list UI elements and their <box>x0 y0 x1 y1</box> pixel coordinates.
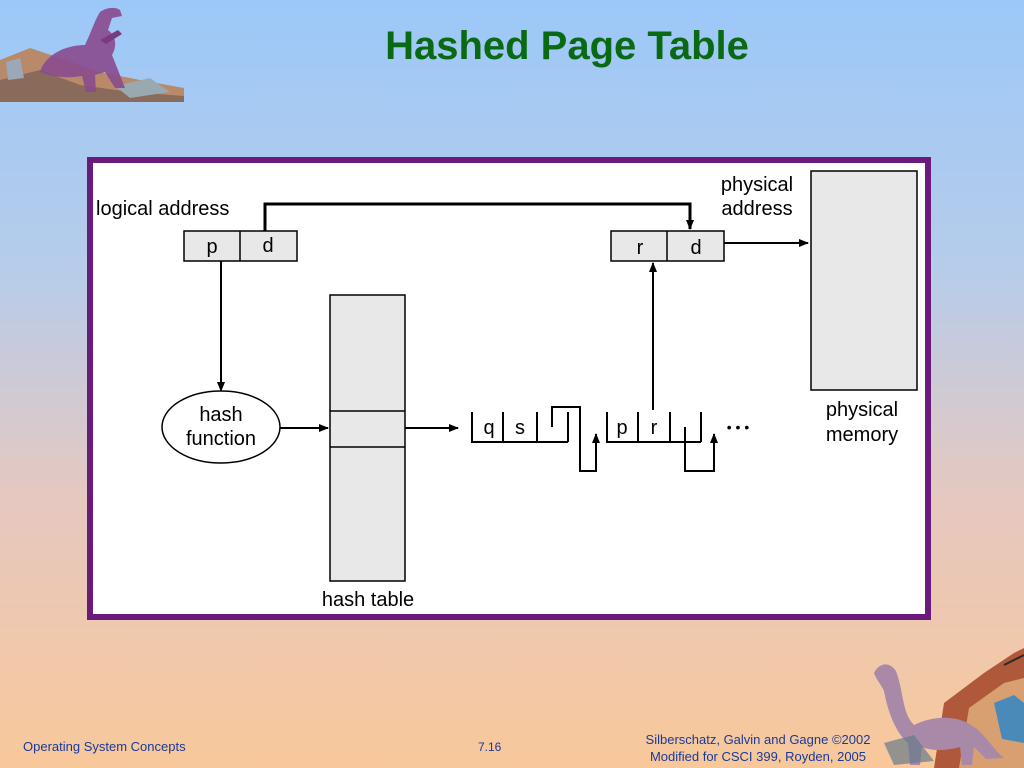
physical-memory-block <box>810 170 918 391</box>
footer-credits-line2: Modified for CSCI 399, Royden, 2005 <box>649 749 867 764</box>
physical-address-box <box>610 230 725 262</box>
chain-ellipsis: • • • <box>727 419 750 435</box>
hash-function-ellipse <box>161 390 281 464</box>
chain-1-s-field: s <box>515 417 525 439</box>
hash-table-label: hash table <box>322 589 414 611</box>
offset-arrow <box>263 202 694 231</box>
footer-credits-line1: Silberschatz, Galvin and Gagne ©2002 <box>645 732 871 747</box>
chain-element-1 <box>471 406 597 472</box>
chain-1-q-field: q <box>483 417 494 439</box>
footer-credits: Silberschatz, Galvin and Gagne ©2002 Mod… <box>628 731 888 765</box>
footer-page-number: 7.16 <box>478 740 502 754</box>
hash-function-label-line2: function <box>186 428 256 450</box>
slide-title: Hashed Page Table <box>385 24 749 68</box>
physical-d-field: d <box>690 237 701 259</box>
chain-2-r-field: r <box>651 417 658 439</box>
physical-r-field: r <box>637 237 644 259</box>
logical-address-label: logical address <box>96 198 229 220</box>
physical-address-label-line2: address <box>721 198 792 220</box>
hash-table <box>329 294 406 582</box>
footer-course-title: Operating System Concepts <box>23 739 186 754</box>
chain-2-p-field: p <box>616 417 627 439</box>
dinosaur-logo-top-left <box>0 7 184 102</box>
logical-p-field: p <box>206 236 217 258</box>
physical-memory-label-line2: memory <box>826 424 898 446</box>
physical-memory-label-line1: physical <box>826 399 898 421</box>
logical-d-field: d <box>262 235 273 257</box>
hash-function-label-line1: hash <box>199 404 242 426</box>
logical-address-box <box>183 230 298 262</box>
physical-address-label-line1: physical <box>721 174 793 196</box>
dinosaur-logo-bottom-right <box>874 648 1024 768</box>
chain-element-2 <box>606 412 715 472</box>
